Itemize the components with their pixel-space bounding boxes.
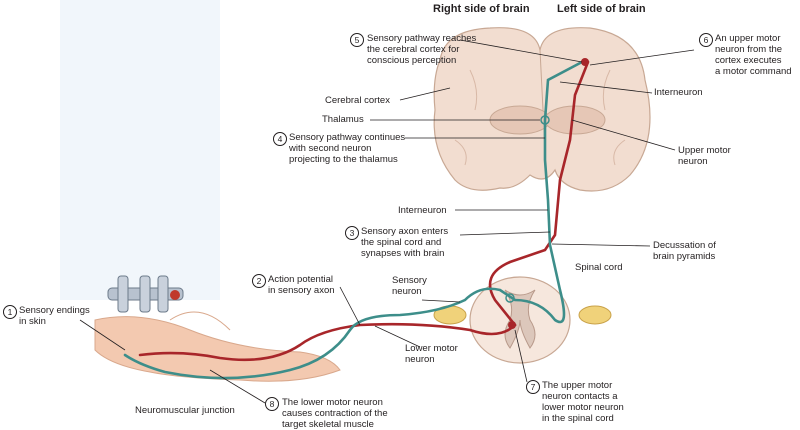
step-2-label: Action potential in sensory axon — [268, 274, 335, 296]
label-interneuron-mid: Interneuron — [398, 205, 447, 216]
step-6-text: An upper motor neuron from the cortex ex… — [715, 33, 792, 77]
step-2-number: 2 — [252, 274, 266, 288]
step-4-label: Sensory pathway continues with second ne… — [289, 132, 405, 165]
step-5-text: Sensory pathway reaches the cerebral cor… — [367, 33, 477, 66]
step-7-label: The upper motor neuron contacts a lower … — [542, 380, 624, 424]
step-7-number: 7 — [526, 380, 540, 394]
label-upper-motor-neuron: Upper motor neuron — [678, 145, 731, 167]
step-8-label: The lower motor neuron causes contractio… — [282, 397, 388, 430]
label-spinal-cord: Spinal cord — [575, 262, 623, 273]
spinal-gray-matter — [504, 289, 536, 349]
step-5-number: 5 — [350, 33, 364, 47]
brain-outline — [433, 27, 651, 192]
step-5-label: Sensory pathway reaches the cerebral cor… — [367, 33, 476, 66]
step-8-number: 8 — [265, 397, 279, 411]
label-cerebral-cortex: Cerebral cortex — [325, 95, 390, 106]
hand-illustration — [60, 0, 341, 382]
motor-pathway — [138, 60, 590, 362]
step-1-number: 1 — [3, 305, 17, 319]
label-decussation: Decussation of brain pyramids — [653, 240, 716, 262]
step-3-label: Sensory axon enters the spinal cord and … — [361, 226, 448, 259]
step-4-text: Sensory pathway continues with second ne… — [289, 132, 406, 165]
label-interneuron-top: Interneuron — [654, 87, 703, 98]
step-8-text: The lower motor neuron causes contractio… — [282, 397, 388, 430]
brain-section — [433, 27, 651, 192]
step-4-number: 4 — [273, 132, 287, 146]
spinal-cord-section — [433, 276, 612, 364]
step-7-text: The upper motor neuron contacts a lower … — [542, 380, 624, 424]
label-neuromuscular-junction: Neuromuscular junction — [135, 405, 235, 416]
leader-lines — [79, 39, 695, 404]
step-1-label: Sensory endings in skin — [19, 305, 90, 327]
step-1-text: Sensory endings in skin — [19, 305, 90, 327]
step-3-text: Sensory axon enters the spinal cord and … — [361, 226, 449, 259]
ganglion-right — [578, 305, 612, 325]
faucet-icon — [107, 275, 184, 313]
header-left-side: Left side of brain — [557, 3, 646, 15]
sensory-pathway — [123, 60, 584, 380]
label-sensory-neuron: Sensory neuron — [392, 275, 427, 297]
water-spray — [60, 0, 220, 300]
step-6-label: An upper motor neuron from the cortex ex… — [715, 33, 792, 77]
label-lower-motor-neuron: Lower motor neuron — [405, 343, 458, 365]
header-right-side: Right side of brain — [433, 3, 530, 15]
hand-shape — [94, 316, 341, 382]
label-thalamus: Thalamus — [322, 114, 364, 125]
step-3-number: 3 — [345, 226, 359, 240]
step-6-number: 6 — [699, 33, 713, 47]
step-2-text: Action potential in sensory axon — [268, 274, 335, 296]
